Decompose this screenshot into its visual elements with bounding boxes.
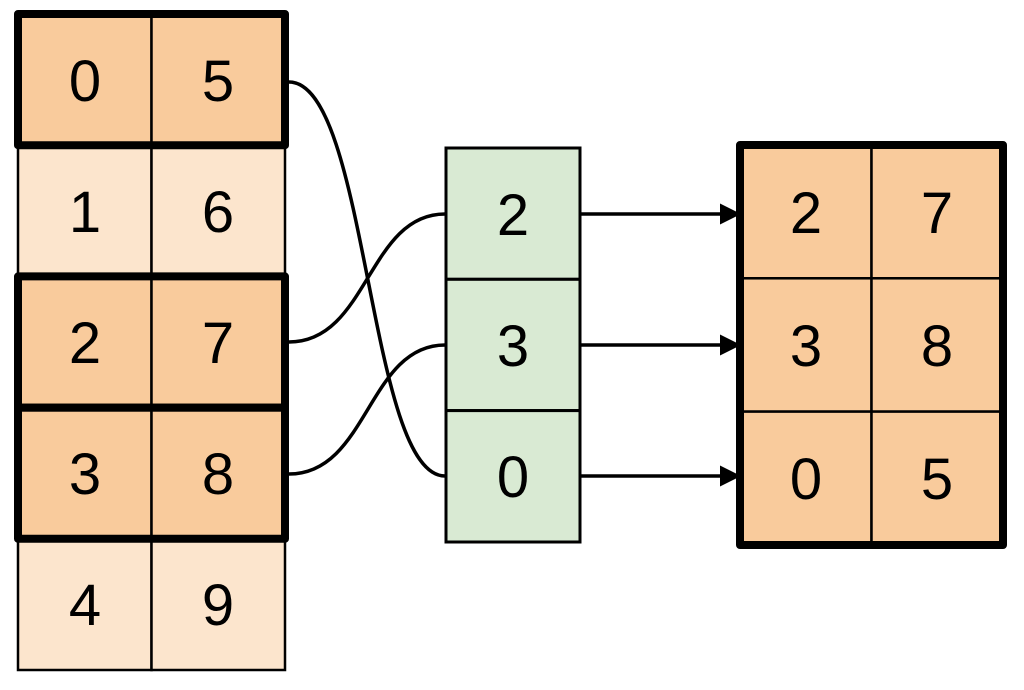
result-value-r1c0: 3	[790, 314, 822, 379]
result-value-r2c0: 0	[790, 447, 822, 512]
index-cell-1	[444, 277, 582, 413]
result-value-r1c1: 8	[921, 314, 953, 379]
result-cell-r2c1	[870, 410, 1005, 547]
source-cell-r4c0	[16, 537, 153, 672]
source-value-r1c0: 1	[69, 180, 101, 245]
result-cell-r0c1	[870, 143, 1005, 280]
source-value-r3c0: 3	[69, 442, 101, 507]
arrow-head-1	[720, 334, 741, 356]
index-value-1: 3	[497, 314, 529, 379]
arrow-head-2	[720, 465, 741, 487]
curve-row2-to-index0	[288, 212, 446, 344]
source-value-r3c1: 8	[202, 442, 234, 507]
source-value-r2c1: 7	[202, 311, 234, 376]
index-to-result-arrows	[581, 203, 741, 487]
source-value-r1c1: 6	[202, 180, 234, 245]
source-table: 0 5 1 6 2 7 3 8 4 9	[14, 10, 289, 672]
result-table-outline	[736, 141, 1007, 549]
result-value-r0c0: 2	[790, 181, 822, 246]
source-value-r4c0: 4	[69, 573, 101, 638]
result-value-r2c1: 5	[921, 447, 953, 512]
source-cell-r3c1	[150, 406, 287, 541]
source-value-r0c1: 5	[202, 49, 234, 114]
curve-row3-to-index1	[288, 343, 446, 476]
index-table: 2 3 0	[444, 146, 582, 544]
source-cell-r0c0	[16, 12, 153, 147]
source-value-r0c0: 0	[69, 49, 101, 114]
result-table: 2 7 3 8 0 5	[736, 141, 1007, 549]
source-row3-highlight-outline	[14, 403, 289, 543]
source-value-r4c1: 9	[202, 573, 234, 638]
index-cell-2	[444, 409, 582, 544]
result-cell-r2c0	[738, 410, 873, 547]
source-cell-r1c0	[16, 143, 153, 278]
result-value-r0c1: 7	[921, 181, 953, 246]
index-value-0: 2	[497, 183, 529, 248]
source-value-r2c0: 2	[69, 311, 101, 376]
index-value-2: 0	[497, 445, 529, 510]
connector-curves	[288, 80, 446, 478]
result-cell-r0c0	[738, 143, 873, 280]
source-row0-highlight-outline	[14, 10, 289, 150]
arrow-head-0	[720, 203, 741, 225]
